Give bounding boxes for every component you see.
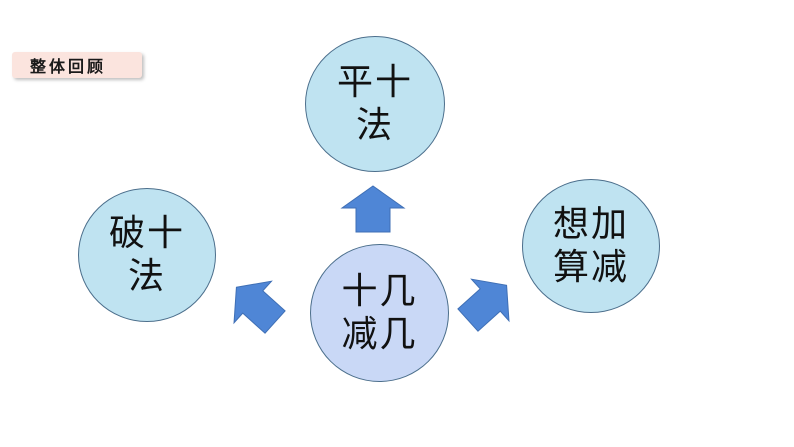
arrow-up-left-icon	[233, 280, 286, 334]
circle-top-line2: 法	[355, 105, 394, 146]
circle-right-method: 想加 算减	[522, 179, 660, 313]
circle-center-line2: 减几	[341, 314, 418, 355]
circle-right-line1: 想加	[552, 203, 629, 245]
circle-left-line1: 破十	[108, 212, 185, 254]
circle-right-line2: 算减	[552, 247, 629, 288]
circle-top-method: 平十 法	[305, 36, 445, 172]
arrow-up-right-icon	[457, 278, 510, 332]
arrow-up-icon	[340, 185, 406, 233]
section-tag-label: 整体回顾	[30, 57, 107, 76]
section-tag: 整体回顾	[12, 52, 142, 78]
circle-top-line1: 平十	[336, 61, 413, 103]
circle-center-topic: 十几 减几	[310, 244, 449, 382]
circle-center-line1: 十几	[341, 270, 418, 312]
circle-left-method: 破十 法	[78, 188, 216, 322]
circle-left-line2: 法	[127, 256, 166, 297]
